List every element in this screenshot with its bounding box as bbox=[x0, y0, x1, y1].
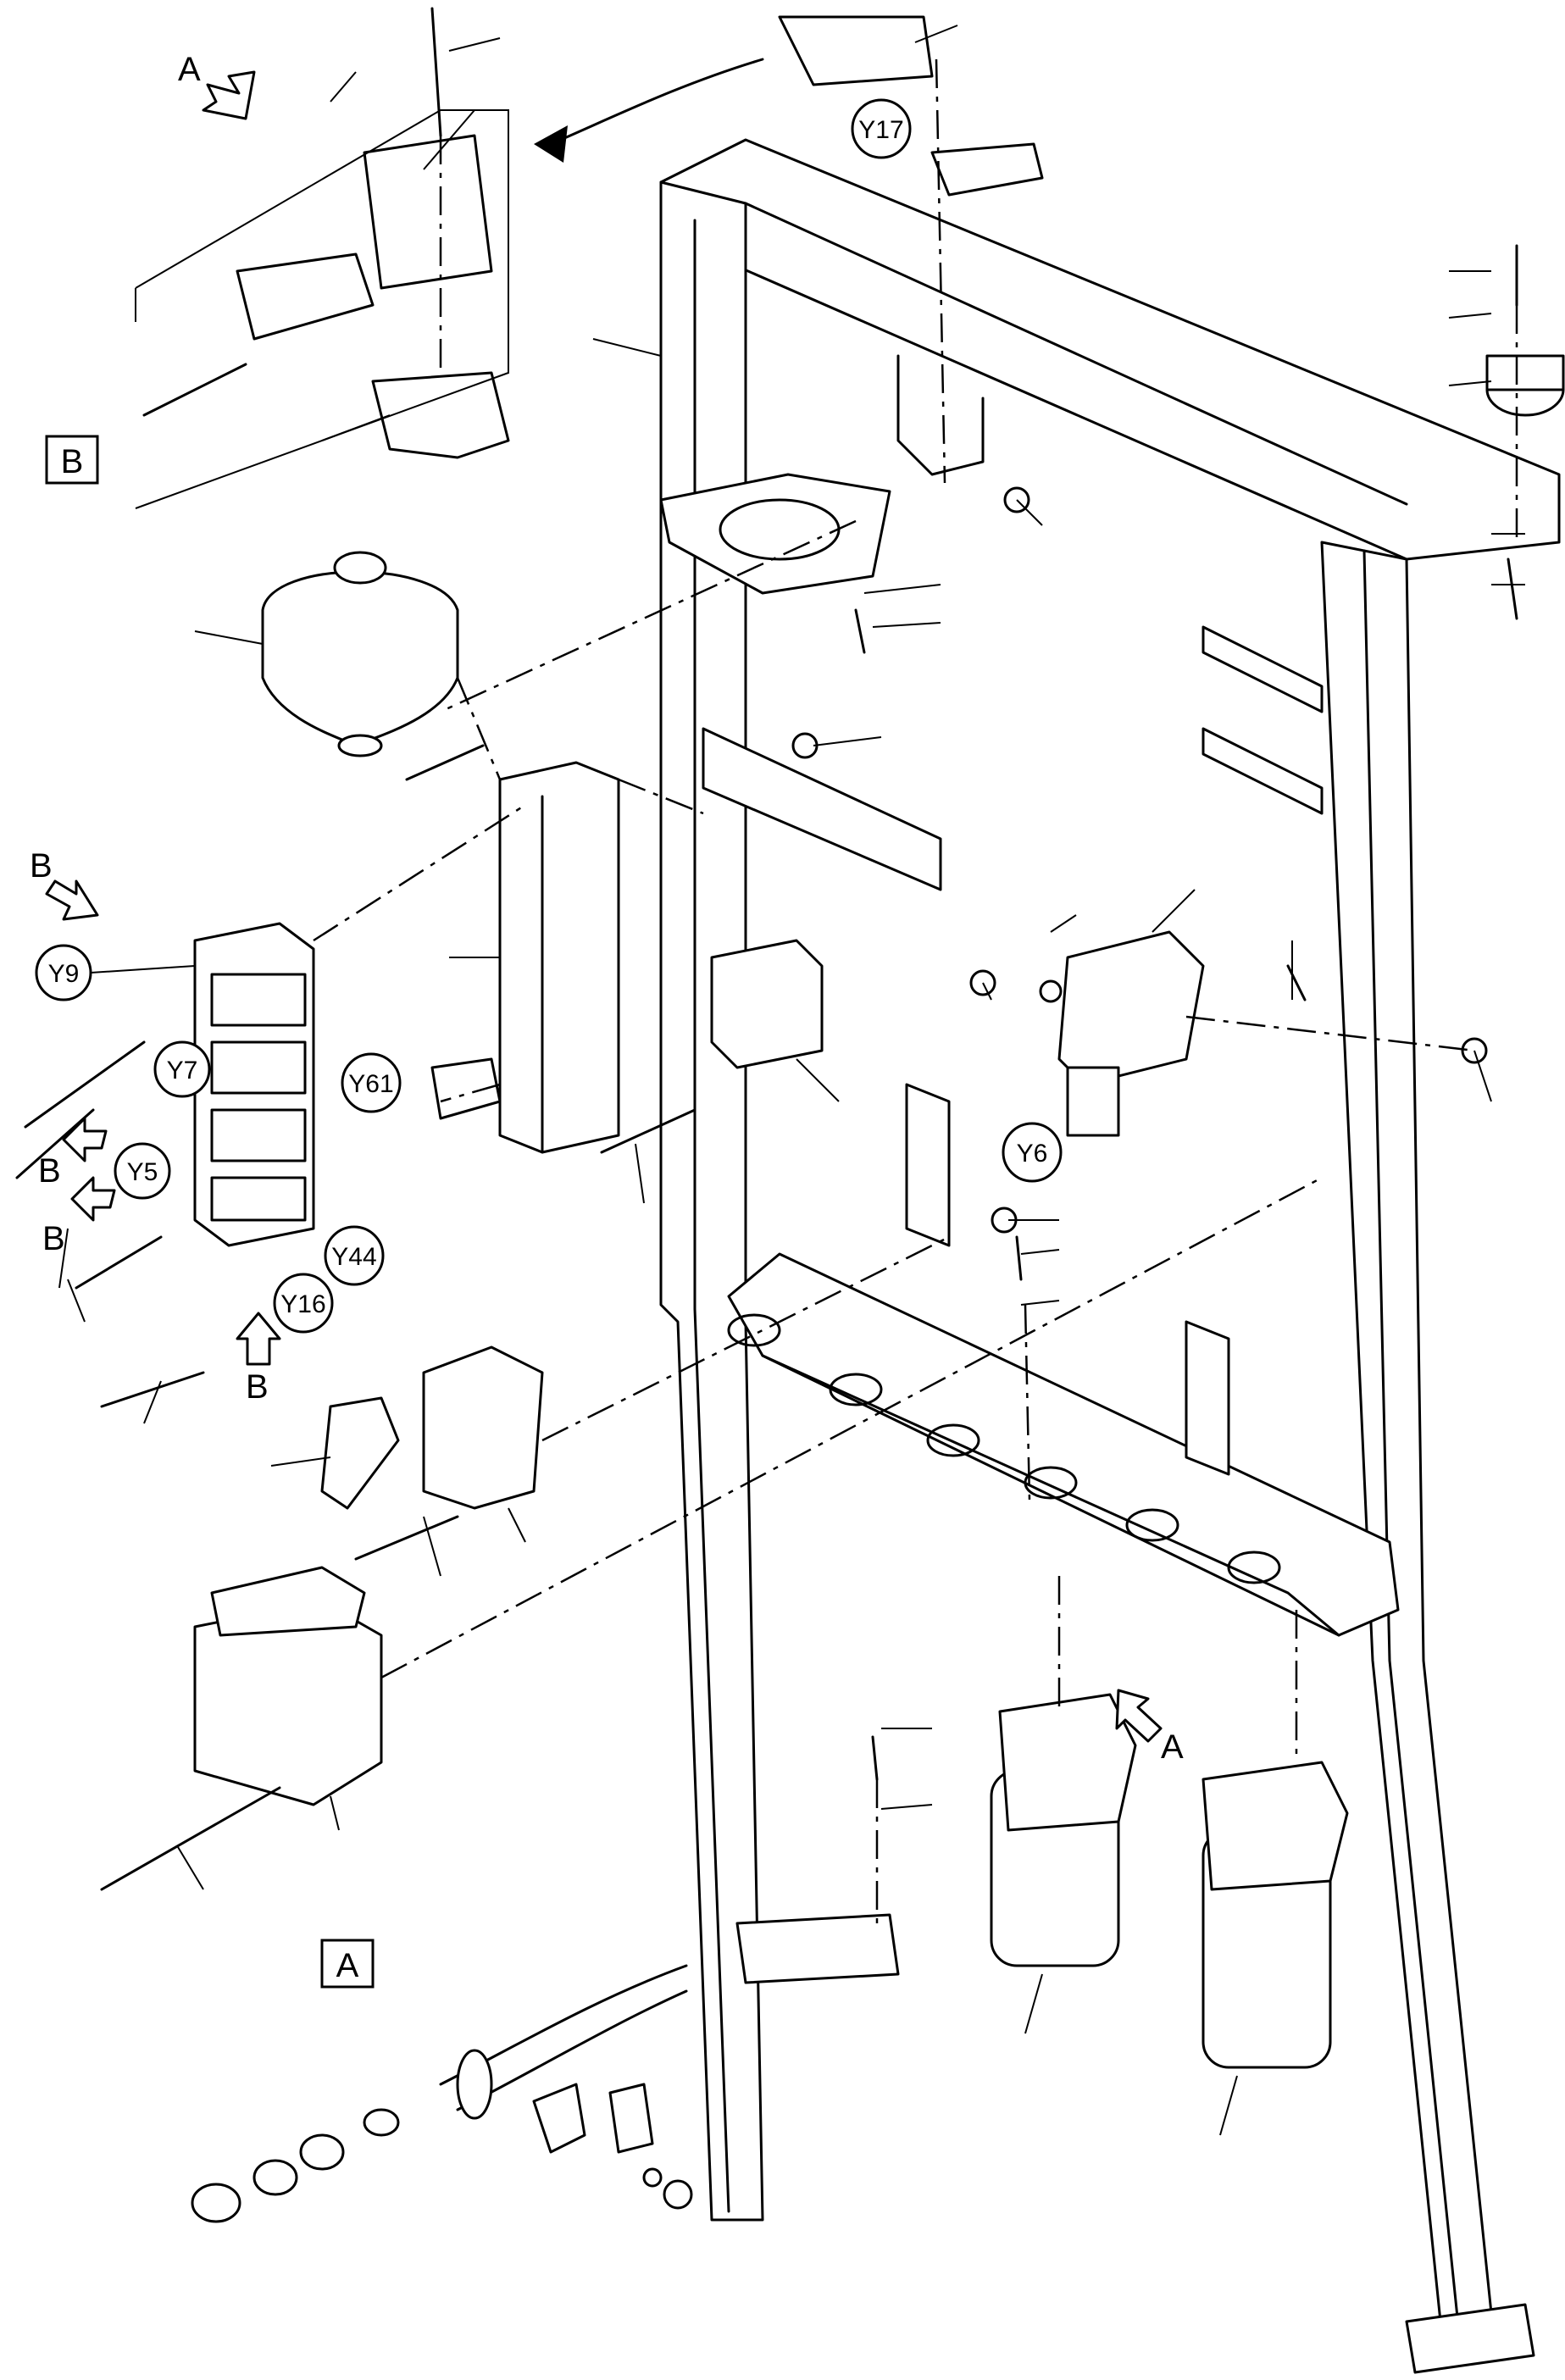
view-arrow-a-top: A bbox=[178, 51, 256, 120]
callout-label: Y44 bbox=[331, 1243, 376, 1271]
callout-y6: Y6 bbox=[1002, 1122, 1063, 1183]
components bbox=[15, 7, 1565, 2223]
view-arrow-b-mid: B bbox=[38, 1117, 108, 1190]
view-arrow-label: A bbox=[1161, 1728, 1184, 1766]
view-arrow-b-bottom: B bbox=[236, 1312, 281, 1406]
callout-y7: Y7 bbox=[153, 1040, 211, 1098]
callout-y61: Y61 bbox=[341, 1052, 402, 1113]
view-arrow-label: B bbox=[30, 847, 53, 885]
callout-label: Y5 bbox=[127, 1158, 158, 1186]
view-arrow-a-right: A bbox=[1115, 1689, 1184, 1766]
callout-y17: Y17 bbox=[851, 98, 912, 159]
view-arrow-b-left: B bbox=[30, 847, 99, 921]
callout-y44: Y44 bbox=[324, 1225, 385, 1286]
callout-label: Y9 bbox=[48, 960, 80, 988]
assembly-lines bbox=[313, 58, 1518, 1932]
callout-y9: Y9 bbox=[35, 944, 196, 1001]
callout-y5: Y5 bbox=[114, 1142, 171, 1200]
callout-y16: Y16 bbox=[273, 1273, 334, 1334]
view-arrow-label: B bbox=[246, 1368, 269, 1406]
view-box-label: A bbox=[336, 1947, 359, 1984]
callout-label: Y16 bbox=[280, 1290, 325, 1318]
view-arrow-label: A bbox=[178, 51, 201, 88]
callout-label: Y7 bbox=[167, 1057, 198, 1085]
main-frame bbox=[659, 138, 1561, 2374]
view-box-a: A bbox=[320, 1939, 375, 1989]
view-arrow-label: B bbox=[38, 1152, 61, 1190]
callout-label: Y17 bbox=[858, 116, 903, 144]
view-arrow-label: B bbox=[42, 1220, 65, 1257]
view-arrow-b-low: B bbox=[42, 1176, 116, 1257]
view-box-b: B bbox=[45, 435, 99, 485]
callout-label: Y6 bbox=[1017, 1140, 1048, 1168]
view-box-label: B bbox=[61, 443, 84, 480]
callout-label: Y61 bbox=[348, 1070, 393, 1098]
leader-lines bbox=[58, 25, 1525, 2136]
